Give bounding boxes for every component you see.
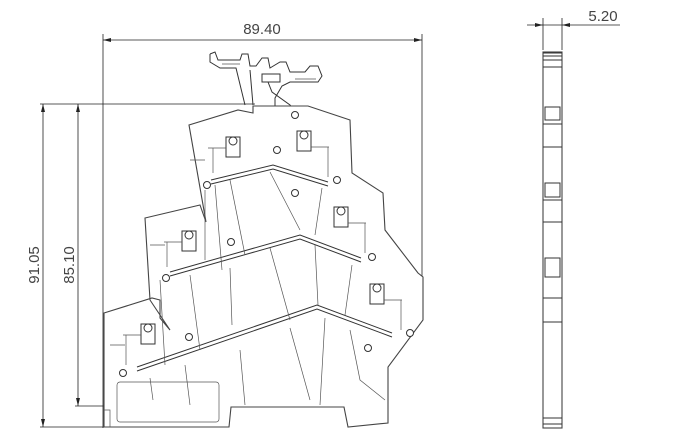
height-dimension-label: 85.10 xyxy=(61,246,78,284)
screw-clamp xyxy=(369,283,402,330)
side-view: 5.20 xyxy=(527,8,620,429)
internal-walls xyxy=(110,159,386,406)
overall-height-dimension-label: 91.05 xyxy=(26,246,43,284)
bus-bars xyxy=(136,164,393,372)
screw-clamp xyxy=(164,230,197,267)
width-dimension: 89.40 xyxy=(102,21,423,428)
screw-clamp xyxy=(208,136,241,173)
rail-pocket xyxy=(116,381,220,423)
overall-height-dimension: 91.05 xyxy=(26,103,255,428)
thickness-dimension-label: 5.20 xyxy=(588,8,617,25)
terminal-block-body xyxy=(103,105,424,428)
screw-clamp xyxy=(333,206,366,253)
rivets xyxy=(119,111,414,377)
screw-clamp xyxy=(296,130,329,177)
screw-clamps xyxy=(123,130,402,365)
top-mount-profile xyxy=(209,51,323,114)
screw-clamp xyxy=(123,323,156,365)
width-dimension-label: 89.40 xyxy=(243,21,281,38)
